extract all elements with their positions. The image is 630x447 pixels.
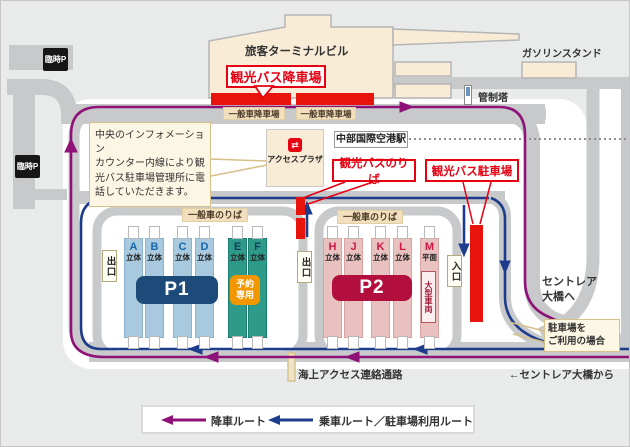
road-temp-parking-left [13,93,35,209]
access-plaza: ⇄ アクセスプラザ [266,129,324,187]
column-type: 立体 [250,252,265,262]
column-letter: A [129,241,138,253]
p2-general-boarding-label: 一般車のりば [337,210,403,224]
sea-access-label: 海上アクセス連絡通路 [298,369,403,381]
tour-bus-boarding-bar-2 [296,218,305,239]
p1-general-boarding-label: 一般車のりば [182,208,248,222]
parking-use-callout-line [508,321,545,332]
arrow [399,101,415,113]
temp-parking-badge-1: 臨時P [43,48,68,71]
column-letter: K [376,241,385,253]
column-letter: L [399,241,406,253]
general-dropoff-label-2: 一般車降車場 [296,107,356,120]
exit-label-center: 出口 [297,251,312,283]
entrance-label: 入口 [447,255,462,287]
column-type: 立体 [197,252,212,262]
tour-bus-parking-bar [470,225,483,322]
column-type: 立体 [373,252,388,262]
control-tower-label: 管制塔 [478,93,508,104]
info-callout-line [210,164,268,177]
control-tower-icon [464,85,472,105]
large-vehicle-label: 大型車両 [421,271,436,323]
reserved-only-badge: 予約 専用 [230,275,260,305]
arrow [203,351,219,363]
column-letter: D [200,241,209,253]
info-note: 中央のインフォメーション カウンター内線により観 光バス駐車場管理所に電 話して… [89,122,211,207]
arrow [344,351,360,363]
p1-column-a: A 立体 [124,226,143,349]
station-label: 中部国際空港駅 [334,131,408,148]
terminal-annex-2 [394,83,452,99]
tour-bus-boarding-label: 観光バスのりば [332,158,416,186]
from-bridge-label: ←セントレア大橋から [509,369,614,381]
column-letter: J [350,241,357,253]
terminal-annex-1 [394,61,452,77]
tour-bus-dropoff-label: 観光バス降車場 [226,65,326,88]
terminal-label: 旅客ターミナルビル [245,46,349,58]
temp-parking-badge-2: 臨時P [15,155,40,178]
tour-bus-dropoff-bar-1 [211,93,291,105]
column-type: 立体 [325,252,340,262]
tour-bus-dropoff-bar-2 [296,93,374,105]
p2-badge: P2 [332,275,412,301]
road-right-edge [621,81,629,343]
column-letter: C [178,241,187,253]
terminal-right-wing [392,28,520,46]
map-white-strip [599,85,621,343]
gas-station-label: ガソリンスタンド [522,49,602,60]
column-letter: M [424,241,435,253]
column-letter: F [254,241,261,253]
column-type: 立体 [175,252,190,262]
column-type: 立体 [395,252,410,262]
to-bridge-label: セントレア 大橋へ [542,276,597,303]
road-stub-left [33,189,67,200]
p1-badge: P1 [136,276,218,304]
column-type: 立体 [126,252,141,262]
column-type: 立体 [147,252,162,262]
legend-dropoff-label: 降車ルート [211,416,266,428]
road-bridge-exit [500,106,629,354]
control-tower-icon-top [466,87,470,96]
column-type: 平面 [422,252,437,262]
info-callout-line [210,158,268,162]
column-letter: B [150,241,159,253]
column-letter: H [328,241,337,253]
general-dropoff-label-1: 一般車降車場 [223,107,285,120]
route-boarding-east [490,196,546,344]
tour-bus-parking-label: 観光バス駐車場 [425,159,519,182]
road-top-right [389,77,629,89]
column-type: 立体 [230,252,245,262]
arrow [64,137,78,153]
sea-access-connector [287,352,296,382]
road-bus-parking-east [487,191,551,351]
arrow [499,260,511,275]
column-letter: E [233,241,242,253]
gas-station-building [521,61,577,79]
column-type: 立体 [346,252,361,262]
parking-use-callout-line [512,333,545,343]
parking-use-note: 駐車場を ご利用の場合 [544,319,620,352]
road-topleft-curve [7,79,77,116]
access-plaza-label: アクセスプラザ [267,155,323,164]
parking-callout-line [462,181,474,225]
exit-label-left: 出口 [102,250,117,282]
legend-boarding-label: 乗車ルート／駐車場利用ルート [319,416,473,428]
tour-bus-boarding-bar-1 [296,197,305,215]
parking-callout-line [479,181,492,225]
access-plaza-icon: ⇄ [288,138,302,152]
